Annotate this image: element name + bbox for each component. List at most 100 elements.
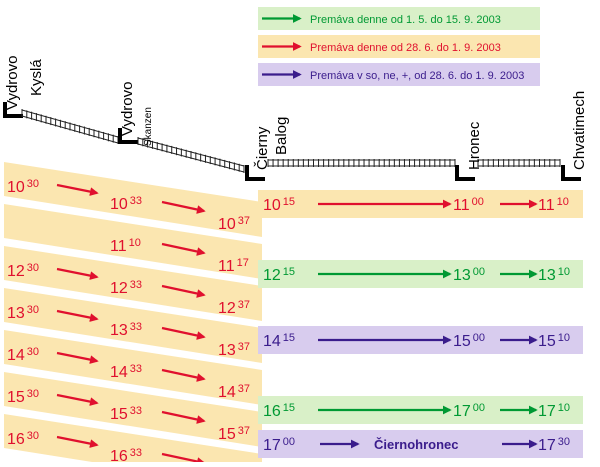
- time-minutes: 33: [130, 363, 142, 375]
- time-hour: 10: [218, 216, 236, 233]
- time-minutes: 10: [129, 237, 141, 249]
- route-arrow: [161, 326, 206, 340]
- time-hour: 16: [263, 403, 281, 420]
- time-minutes: 33: [130, 279, 142, 291]
- time-minutes: 00: [472, 196, 484, 208]
- time-hour: 15: [538, 333, 556, 350]
- time-hour: 12: [218, 300, 236, 317]
- time-hour: 12: [7, 263, 25, 280]
- time-hour: 11: [218, 258, 235, 275]
- time-minutes: 33: [130, 405, 142, 417]
- time-hour: 13: [538, 267, 556, 284]
- time-hour: 12: [110, 280, 128, 297]
- route-arrow: [161, 368, 206, 382]
- time-minutes: 00: [473, 332, 485, 344]
- station-name-vydrovo-skanzen: Vydrovo: [119, 82, 136, 136]
- time-minutes: 33: [130, 447, 142, 459]
- forest-band: [4, 414, 262, 467]
- legend-text: Premáva denne od 1. 5. do 15. 9. 2003: [310, 14, 501, 26]
- destination-label: Čiernohronec: [374, 437, 459, 452]
- route-arrow: [161, 242, 206, 256]
- station-name-vydrovo-kysla: Kyslá: [28, 59, 45, 96]
- time-minutes: 10: [558, 332, 570, 344]
- time-hour: 10: [7, 179, 25, 196]
- time-minutes: 30: [27, 346, 39, 358]
- time-hour: 14: [7, 347, 25, 364]
- time-minutes: 33: [130, 321, 142, 333]
- station-marker: [455, 165, 475, 181]
- time-minutes: 15: [283, 196, 295, 208]
- station-name-vydrovo-kysla: Vydrovo: [4, 56, 21, 110]
- route-arrow: [161, 284, 206, 298]
- forest-band: [4, 288, 262, 363]
- time-hour: 14: [263, 333, 281, 350]
- route-arrow: [56, 309, 99, 322]
- time-hour: 11: [538, 197, 555, 214]
- route-arrow: [56, 183, 99, 196]
- forest-band: [4, 162, 262, 237]
- station-marker: [3, 102, 23, 118]
- route-arrow: [56, 267, 99, 280]
- time-minutes: 17: [237, 257, 249, 269]
- time-hour: 13: [453, 267, 471, 284]
- route-arrow: [161, 200, 206, 214]
- station-marker: [561, 165, 581, 181]
- time-minutes: 15: [283, 266, 295, 278]
- time-minutes: 30: [27, 388, 39, 400]
- time-minutes: 30: [27, 304, 39, 316]
- time-hour: 16: [110, 448, 128, 462]
- legend-box: [258, 35, 540, 58]
- time-hour: 14: [218, 384, 236, 401]
- forest-band: [4, 204, 262, 279]
- time-minutes: 37: [238, 425, 250, 437]
- time-hour: 17: [538, 403, 556, 420]
- forest-band: [4, 372, 262, 447]
- station-marker: [245, 165, 265, 181]
- legend-text: Premáva denne od 28. 6. do 1. 9. 2003: [310, 42, 501, 54]
- station-name-cierny-balog: Balog: [273, 117, 290, 155]
- time-hour: 13: [7, 305, 25, 322]
- time-minutes: 00: [283, 436, 295, 448]
- time-hour: 17: [263, 437, 281, 454]
- station-name-chvatimech: Chvatimech: [571, 91, 588, 170]
- route-arrow: [161, 410, 206, 424]
- time-minutes: 30: [558, 436, 570, 448]
- time-hour: 11: [110, 238, 127, 255]
- time-hour: 15: [453, 333, 471, 350]
- time-hour: 15: [218, 426, 236, 443]
- station-name-cierny-balog: Čierny: [254, 126, 271, 170]
- time-hour: 17: [453, 403, 471, 420]
- time-minutes: 15: [283, 402, 295, 414]
- time-minutes: 30: [27, 430, 39, 442]
- time-minutes: 00: [473, 402, 485, 414]
- time-hour: 16: [7, 431, 25, 448]
- time-minutes: 30: [27, 178, 39, 190]
- time-minutes: 10: [558, 266, 570, 278]
- time-hour: 17: [538, 437, 556, 454]
- time-minutes: 30: [27, 262, 39, 274]
- time-hour: 13: [218, 342, 236, 359]
